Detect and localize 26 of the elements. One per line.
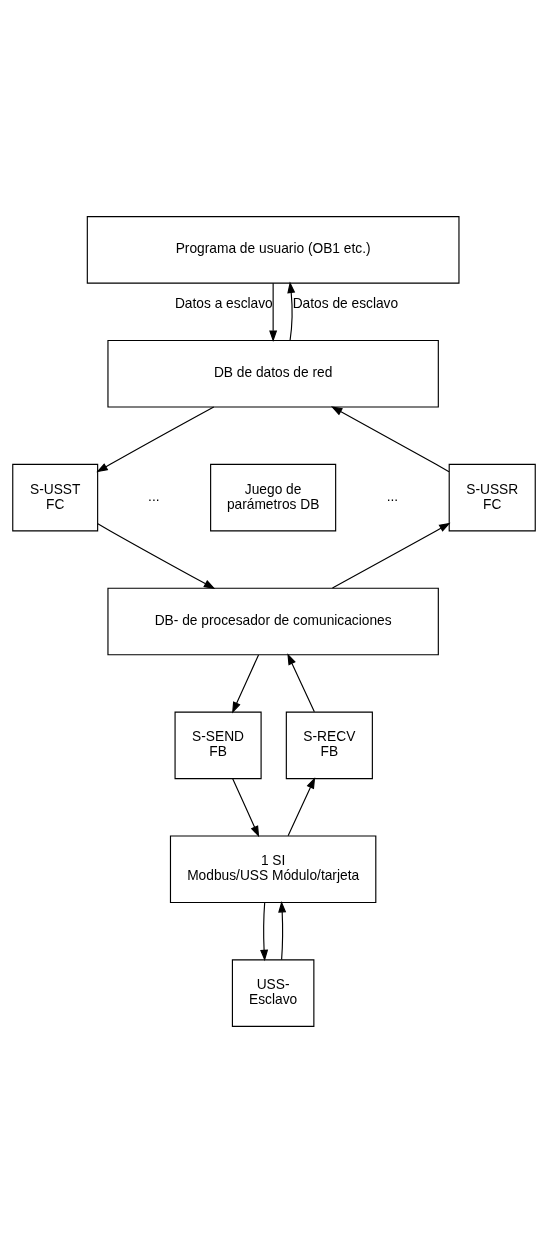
arrow (269, 282, 278, 342)
node-box: S-USSR FC (448, 463, 536, 532)
node-box: S-SEND FB (174, 711, 262, 780)
node-box: USS- Esclavo (231, 959, 315, 1027)
edge-label: Datos de esclavo (292, 295, 399, 311)
arrow (287, 281, 296, 341)
node-box: S-USST FC (12, 463, 99, 532)
edge-label: Datos a esclavo (174, 296, 273, 312)
arrow (287, 777, 316, 837)
node-box: DB- de procesador de comunicaciones (107, 587, 439, 656)
node-box: Juego de parámetros DB (210, 463, 337, 532)
node-box: 1 SI Modbus/USS Módulo/tarjeta (169, 835, 377, 904)
label: ... (386, 489, 399, 505)
arrow (232, 778, 260, 838)
arrow (278, 900, 287, 961)
arrow (331, 522, 451, 589)
arrow (330, 406, 450, 473)
arrow (287, 653, 315, 713)
label: ... (148, 489, 160, 505)
node-box: Programa de usuario (OB1 etc.) (86, 216, 460, 284)
arrow (260, 902, 269, 962)
node-box: DB de datos de red (107, 339, 439, 408)
arrow (96, 406, 215, 473)
node-box: S-RECV FB (285, 711, 373, 780)
arrow (97, 523, 216, 590)
arrow (232, 654, 260, 714)
